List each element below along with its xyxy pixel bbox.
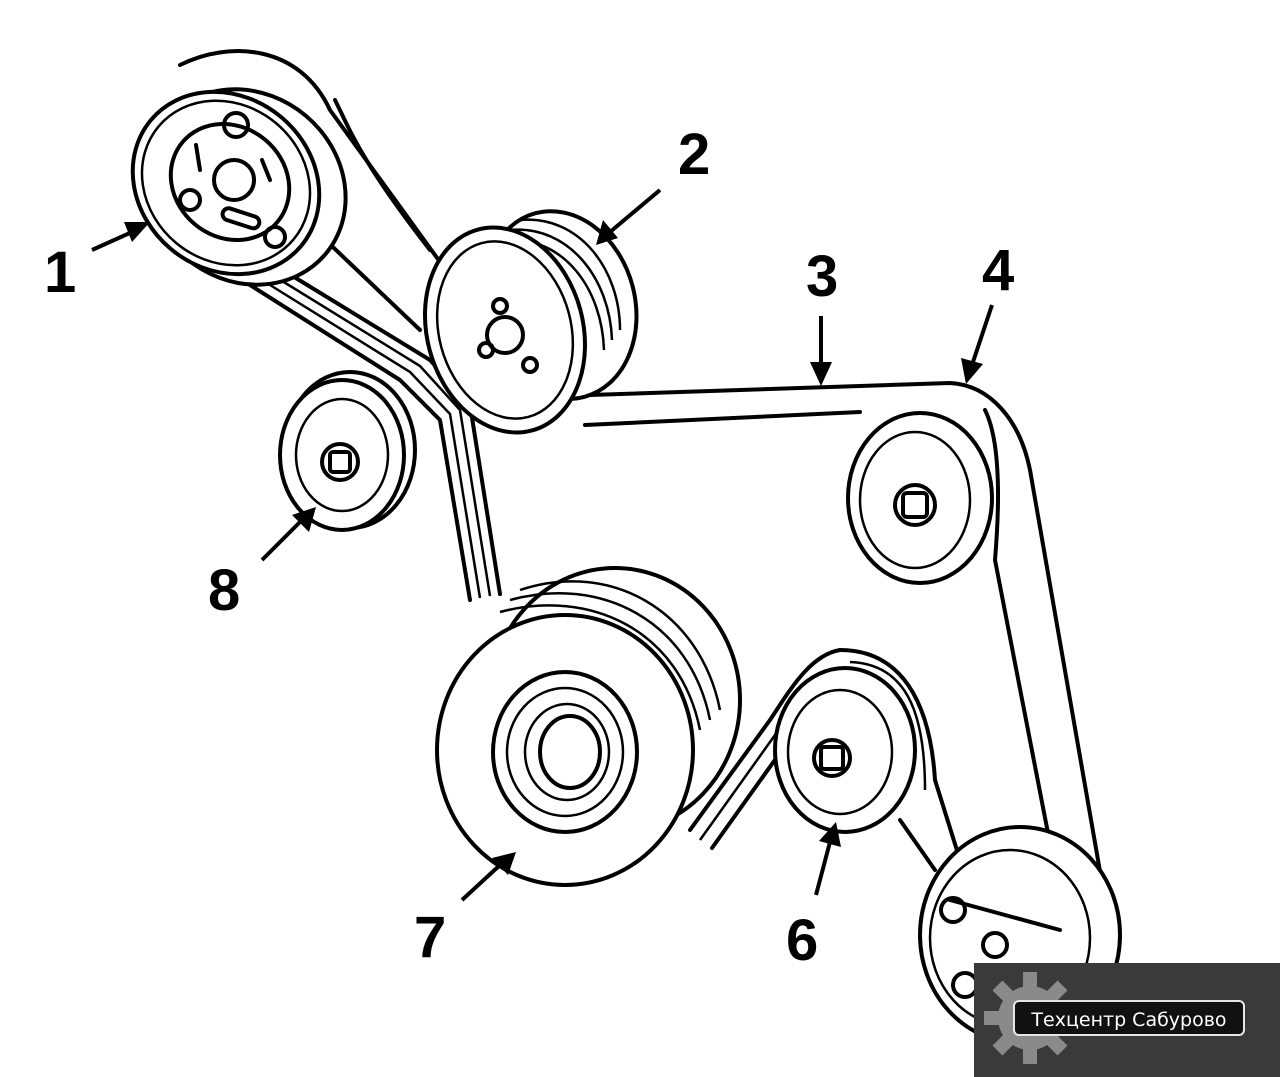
- pulley-idler-right: [846, 411, 994, 585]
- pulley-1: [130, 87, 348, 287]
- watermark-text: Техцентр Сабурово: [1013, 1000, 1245, 1036]
- callout-1: [91, 222, 150, 252]
- callout-7: [460, 852, 516, 902]
- label-7: 7: [414, 905, 446, 970]
- pulley-2: [422, 209, 639, 435]
- serpentine-belt: [248, 270, 1107, 902]
- callout-6: [814, 822, 841, 896]
- label-1: 1: [44, 240, 76, 305]
- pulley-7: [435, 566, 742, 887]
- callout-4: [961, 304, 994, 384]
- label-6: 6: [786, 908, 818, 973]
- pulley-6: [773, 666, 917, 834]
- callout-3: [810, 316, 832, 386]
- label-8: 8: [208, 558, 240, 623]
- label-2: 2: [678, 122, 710, 187]
- label-4: 4: [982, 238, 1014, 303]
- callout-2: [596, 188, 662, 245]
- callout-8: [260, 507, 316, 562]
- label-3: 3: [806, 244, 838, 309]
- pulley-8: [278, 370, 417, 532]
